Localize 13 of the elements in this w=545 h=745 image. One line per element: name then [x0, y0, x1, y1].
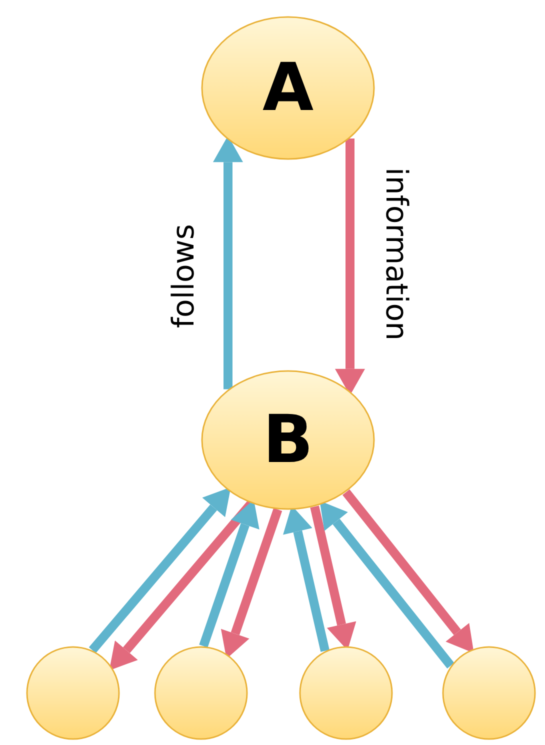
ellipse-node [201, 370, 375, 510]
circle-node [442, 646, 536, 740]
ellipse-node [201, 16, 375, 160]
circle-node [299, 646, 393, 740]
arrow [213, 136, 243, 390]
arrow [320, 500, 454, 669]
arrow [342, 489, 474, 654]
arrow [220, 508, 282, 659]
circle-node [26, 646, 120, 740]
circle-node [154, 646, 248, 740]
node-letter: B [262, 407, 314, 473]
node-letter: A [262, 55, 314, 121]
arrow [88, 487, 231, 654]
